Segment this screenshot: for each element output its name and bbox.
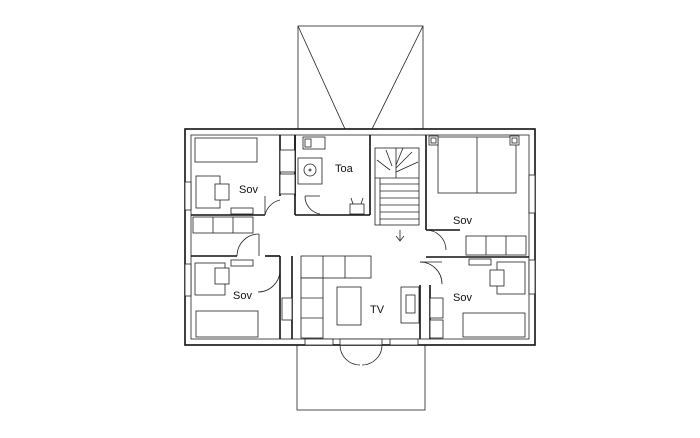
room-label-sov-ne: Sov: [453, 215, 472, 227]
bedroom-nw-furniture: [194, 137, 296, 215]
tv-room-furniture: [281, 255, 420, 339]
room-label-sov-nw: Sov: [239, 184, 258, 196]
bedroom-se-furniture: [429, 258, 526, 339]
closets-left: [192, 216, 254, 234]
staircase: [374, 147, 420, 242]
roof-dormer: [297, 25, 424, 130]
toilet-fixtures: [297, 136, 365, 215]
room-label-tv: TV: [370, 304, 385, 316]
room-label-toa: Toa: [335, 163, 354, 175]
room-label-sov-se: Sov: [453, 292, 472, 304]
bedroom-ne-furniture: [428, 135, 527, 256]
room-label-sov-w: Sov: [233, 290, 252, 302]
balcony-doors: [304, 338, 419, 366]
balcony: [296, 344, 426, 411]
bedroom-w-furniture: [194, 259, 259, 338]
doors: [236, 195, 447, 293]
